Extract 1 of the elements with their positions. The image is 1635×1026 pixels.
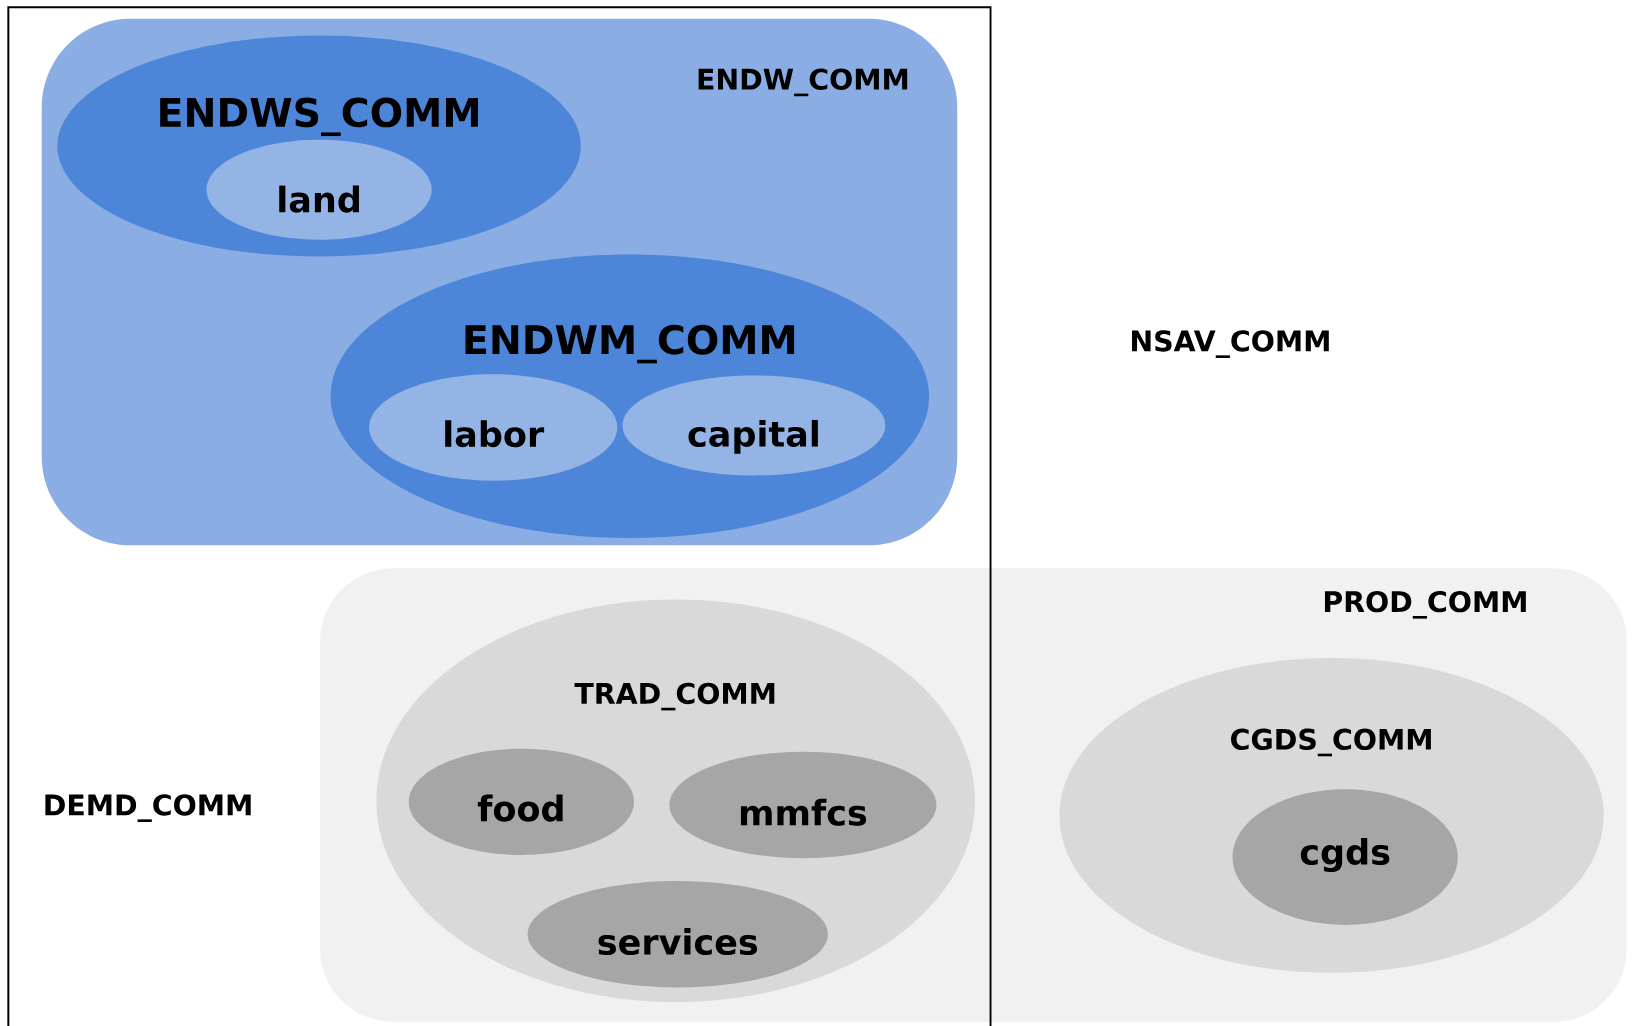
set-label: NSAV_COMM — [1132, 330, 1329, 358]
